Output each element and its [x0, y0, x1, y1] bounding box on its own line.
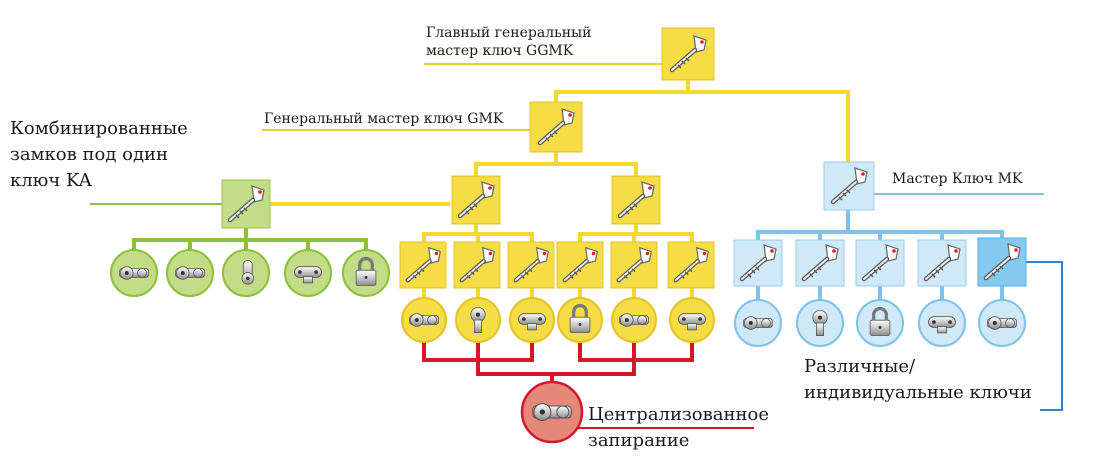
lock-circle[interactable]	[734, 299, 782, 347]
individual-keys-label: Различные/ индивидуальные ключи	[804, 354, 1032, 406]
mk-key-box[interactable]	[823, 161, 875, 211]
individual-key-box[interactable]	[556, 241, 604, 289]
green-connectors	[132, 228, 368, 252]
ka-label: Комбинированные замков под один ключ KA	[10, 116, 188, 194]
individual-key-box[interactable]	[917, 239, 967, 287]
lock-circle[interactable]	[611, 297, 657, 343]
gmk-label: Генеральный мастер ключ GMK	[264, 111, 504, 127]
lock-circle[interactable]	[110, 249, 158, 297]
cylinder-lock-icon	[619, 313, 649, 327]
ggmk-label-line2: мастер ключ GGMK	[426, 43, 574, 59]
mk-label: Мастер Ключ MK	[892, 171, 1023, 187]
individual-key-box[interactable]	[667, 241, 715, 289]
lock-circle[interactable]	[918, 299, 966, 347]
individual-key-box[interactable]	[733, 239, 783, 287]
ka-label-line1: Комбинированные	[10, 118, 188, 139]
ggmk-key-box[interactable]	[661, 27, 715, 81]
lock-circle[interactable]	[222, 249, 270, 297]
lock-circle[interactable]	[796, 299, 844, 347]
green-locks	[110, 249, 390, 297]
individual-key-box[interactable]	[855, 239, 905, 287]
individual-leader	[1026, 261, 1063, 411]
lock-circle[interactable]	[509, 297, 555, 343]
individual-key-box[interactable]	[453, 241, 501, 289]
ka-label-line2: замков под один	[10, 144, 169, 165]
ka-key-box[interactable]	[221, 179, 271, 229]
lock-circle[interactable]	[557, 297, 603, 343]
blue-locks	[734, 299, 1026, 347]
cylinder-lock-icon	[175, 266, 205, 280]
ggmk-label: Главный генеральный мастер ключ GGMK	[426, 24, 592, 60]
red-connectors	[422, 338, 694, 388]
lock-circle[interactable]	[284, 249, 332, 297]
group-key-box-1[interactable]	[451, 175, 501, 225]
lock-circle[interactable]	[342, 249, 390, 297]
lock-circle[interactable]	[455, 297, 501, 343]
lock-circle[interactable]	[856, 299, 904, 347]
cylinder-lock-icon	[987, 316, 1017, 330]
knob-lock-icon	[241, 259, 255, 285]
blue-connectors	[756, 210, 1004, 300]
yellow-connectors	[270, 80, 850, 298]
cylinder-lock-icon	[119, 266, 149, 280]
group-key-box-2[interactable]	[611, 175, 661, 225]
individual-key-box[interactable]	[610, 241, 658, 289]
gmk-key-box[interactable]	[529, 101, 583, 153]
cylinder-lock-icon	[532, 403, 572, 421]
lock-circle[interactable]	[978, 299, 1026, 347]
individual-key-box[interactable]	[795, 239, 845, 287]
yellow-locks	[401, 297, 715, 343]
ggmk-label-line1: Главный генеральный	[426, 25, 592, 41]
lock-circle[interactable]	[669, 297, 715, 343]
individual-key-box[interactable]	[399, 241, 447, 289]
central-label-line1: Централизованное	[588, 404, 769, 425]
individual-key-box[interactable]	[507, 241, 555, 289]
central-lock-circle[interactable]	[520, 380, 584, 444]
ka-label-line3: ключ KA	[10, 170, 92, 191]
yellow-individual-keys	[399, 241, 715, 289]
central-locking-label: Централизованное запирание	[588, 402, 769, 454]
individual-label-line2: индивидуальные ключи	[804, 382, 1032, 403]
central-label-line2: запирание	[588, 430, 690, 451]
lock-circle[interactable]	[166, 249, 214, 297]
blue-individual-keys	[733, 237, 1027, 287]
individual-key-box[interactable]	[977, 237, 1027, 287]
cylinder-lock-icon	[743, 316, 773, 330]
connector-lines	[90, 63, 1063, 429]
lock-circle[interactable]	[401, 297, 447, 343]
individual-label-line1: Различные/	[804, 356, 916, 377]
cylinder-lock-icon	[409, 313, 439, 327]
